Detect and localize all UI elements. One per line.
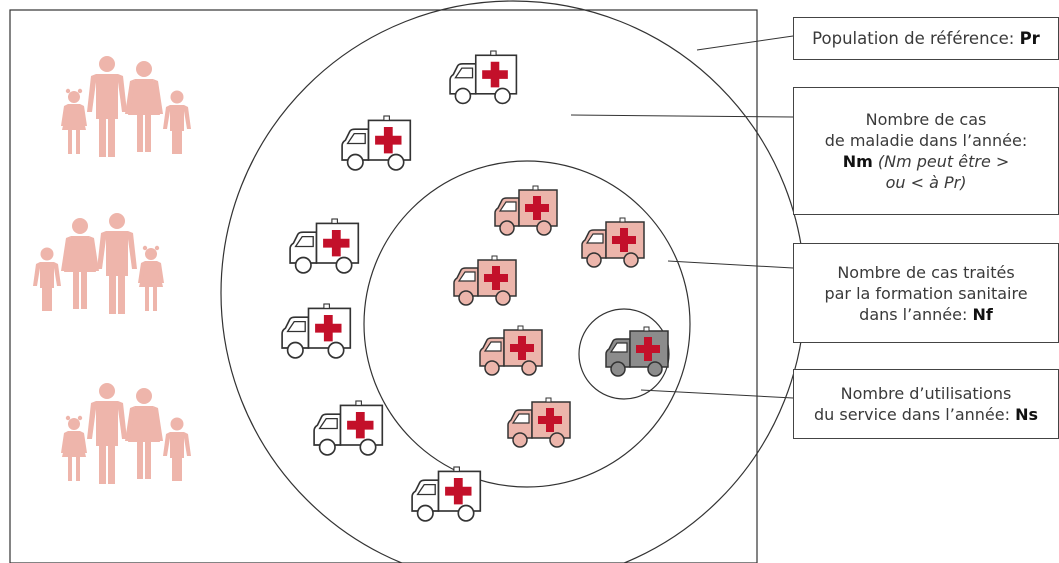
ambulance-icon bbox=[582, 218, 644, 267]
nf-label-code: Nf bbox=[972, 305, 992, 324]
nf-label: Nombre de cas traités par la formation s… bbox=[793, 243, 1059, 343]
ns-label-line1: Nombre d’utilisations bbox=[794, 383, 1058, 404]
ambulance-icon bbox=[342, 116, 410, 170]
ns-label: Nombre d’utilisations du service dans l’… bbox=[793, 369, 1059, 439]
ns-label-code: Ns bbox=[1015, 405, 1038, 424]
nm-label: Nombre de cas de maladie dans l’année: N… bbox=[793, 87, 1059, 215]
ambulance-icon bbox=[495, 186, 557, 235]
nm-label-line1: Nombre de cas bbox=[794, 109, 1058, 130]
ambulance-icon bbox=[412, 467, 480, 521]
nm-leader-line bbox=[571, 115, 793, 117]
ambulance-icon bbox=[480, 326, 542, 375]
family-icon bbox=[33, 213, 164, 314]
ambulance-icon bbox=[508, 398, 570, 447]
nf-label-line2: par la formation sanitaire bbox=[794, 283, 1058, 304]
pr-label: Population de référence: Pr bbox=[793, 17, 1059, 60]
nf-leader-line bbox=[668, 261, 793, 268]
ambulance-icon bbox=[314, 401, 382, 455]
nf-label-line3: dans l’année: bbox=[859, 305, 972, 324]
ambulance-icon bbox=[454, 256, 516, 305]
nm-label-line2: de maladie dans l’année: bbox=[794, 130, 1058, 151]
ns-label-line2: du service dans l’année: bbox=[814, 405, 1015, 424]
ambulance-icon bbox=[450, 51, 516, 103]
nm-label-note2: ou < à Pr) bbox=[886, 173, 967, 192]
family-icon bbox=[61, 56, 191, 157]
ns-leader-line bbox=[641, 390, 793, 398]
pr-label-text: Population de référence: bbox=[812, 29, 1019, 48]
nm-label-code: Nm bbox=[843, 152, 873, 171]
family-icon bbox=[61, 383, 191, 484]
pr-leader-line bbox=[697, 36, 793, 50]
pr-label-code: Pr bbox=[1020, 29, 1040, 48]
nm-label-note: (Nm peut être > bbox=[878, 152, 1009, 171]
ambulance-icon bbox=[282, 304, 350, 358]
ambulance-icon bbox=[290, 219, 358, 273]
nf-label-line1: Nombre de cas traités bbox=[794, 262, 1058, 283]
ambulance-icon bbox=[606, 327, 668, 376]
